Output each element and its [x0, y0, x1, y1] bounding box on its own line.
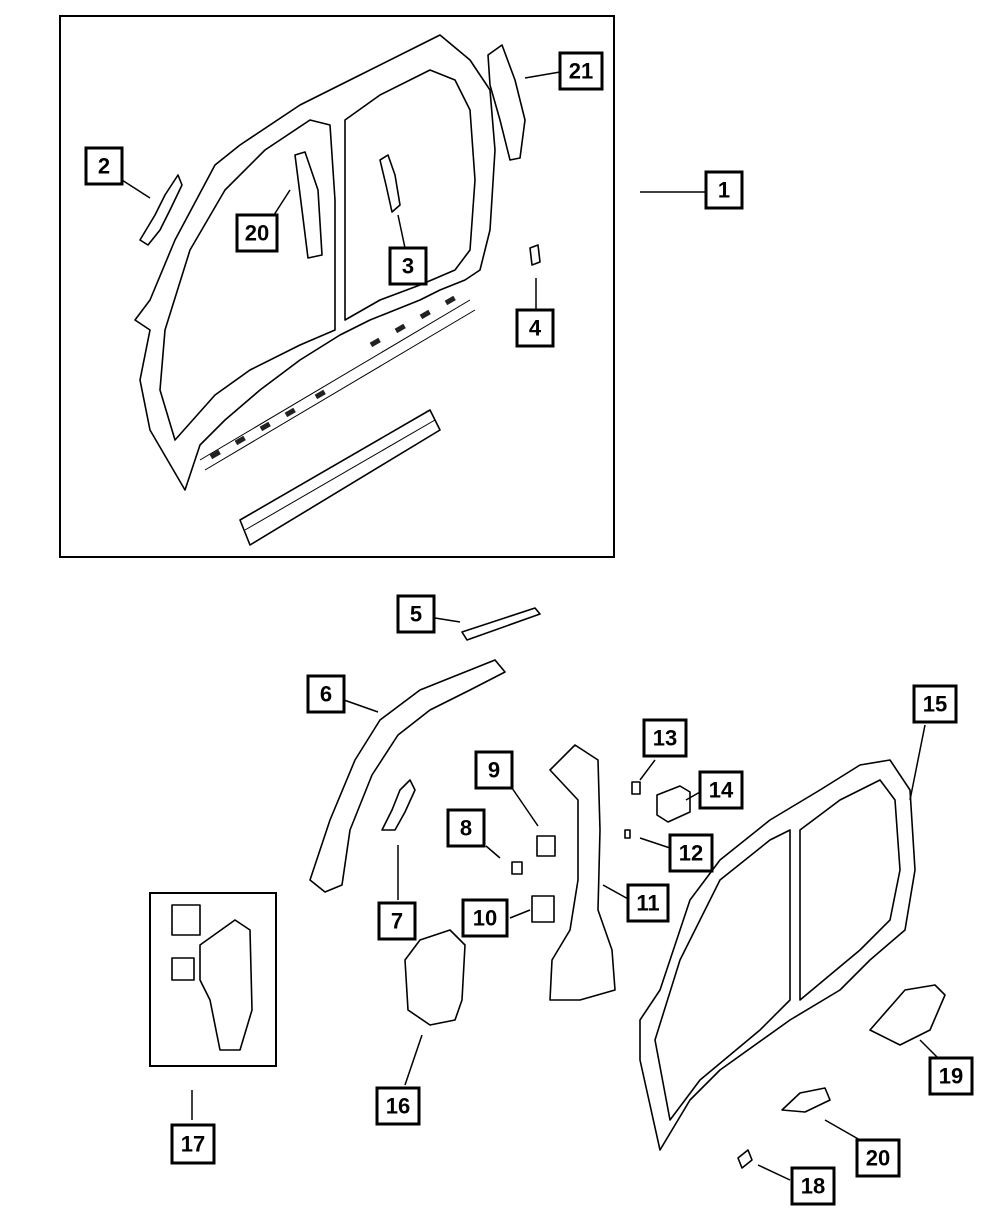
svg-text:17: 17 — [181, 1132, 205, 1157]
kit-frame-17 — [149, 892, 277, 1067]
bracket-part-20-lower — [781, 1087, 831, 1113]
plate-part-8 — [511, 861, 523, 875]
svg-text:8: 8 — [460, 816, 472, 841]
b-pillar-part-11 — [549, 744, 616, 1001]
svg-text:2: 2 — [98, 154, 110, 179]
callout-6: 6 — [306, 674, 346, 714]
callout-18: 18 — [790, 1166, 836, 1206]
roof-rail-strip-part-5 — [461, 607, 541, 641]
callout-13: 13 — [642, 718, 688, 758]
callout-12: 12 — [668, 833, 714, 873]
plate-part-10 — [531, 895, 555, 923]
svg-text:19: 19 — [939, 1064, 963, 1089]
callout-10: 10 — [461, 898, 509, 938]
svg-text:10: 10 — [473, 906, 497, 931]
svg-text:4: 4 — [529, 316, 542, 341]
svg-text:16: 16 — [386, 1094, 410, 1119]
svg-text:7: 7 — [391, 909, 403, 934]
callout-17: 17 — [170, 1123, 216, 1165]
sill-slot-row — [209, 295, 456, 460]
svg-text:14: 14 — [709, 778, 734, 803]
callout-21: 21 — [558, 51, 604, 91]
callout-16: 16 — [375, 1086, 421, 1126]
bracket-part-14 — [656, 785, 691, 823]
callout-20-lower: 20 — [855, 1138, 901, 1178]
rocker-panel-part — [239, 409, 441, 546]
plate-part-9 — [536, 835, 556, 857]
svg-text:15: 15 — [923, 692, 947, 717]
svg-text:20: 20 — [245, 221, 269, 246]
callout-20-upper: 20 — [235, 213, 279, 253]
clip-part-18 — [737, 1149, 753, 1169]
bracket-part-2 — [139, 174, 183, 246]
svg-text:20: 20 — [866, 1146, 890, 1171]
callout-19: 19 — [928, 1056, 974, 1096]
svg-text:18: 18 — [801, 1174, 825, 1199]
kit-parts-17 — [171, 904, 253, 1051]
reinforcement-part-3 — [379, 154, 401, 213]
outer-body-side-part-15 — [639, 759, 916, 1151]
callout-7: 7 — [377, 901, 417, 941]
callout-1: 1 — [704, 170, 744, 210]
assembly-frame — [59, 15, 615, 558]
bracket-part-7 — [381, 779, 416, 831]
svg-text:11: 11 — [636, 891, 659, 916]
callout-3: 3 — [388, 246, 428, 286]
bracket-part-21 — [487, 44, 526, 161]
callout-4: 4 — [515, 308, 555, 348]
svg-text:5: 5 — [410, 602, 422, 627]
callout-15: 15 — [912, 684, 958, 724]
svg-text:12: 12 — [679, 841, 703, 866]
callout-9: 9 — [474, 750, 514, 790]
leader-lines — [121, 71, 941, 1181]
extension-part-19 — [869, 984, 946, 1046]
body-side-aperture-part — [134, 34, 496, 491]
clip-part-13 — [631, 781, 641, 795]
a-pillar-part-6 — [309, 659, 506, 893]
pillar-reinforcement-part-20-upper — [294, 151, 323, 259]
svg-text:13: 13 — [653, 726, 677, 751]
callout-14: 14 — [698, 770, 744, 810]
svg-text:6: 6 — [320, 682, 332, 707]
callout-5: 5 — [396, 594, 436, 634]
svg-text:21: 21 — [569, 59, 593, 84]
svg-text:9: 9 — [488, 758, 500, 783]
svg-text:1: 1 — [718, 178, 730, 203]
callout-8: 8 — [446, 808, 486, 848]
clip-part-4 — [529, 244, 541, 266]
hinge-pillar-part-16 — [404, 929, 466, 1026]
svg-text:3: 3 — [402, 254, 414, 279]
clip-part-12 — [624, 829, 631, 839]
callout-2: 2 — [84, 146, 124, 186]
callout-11: 11 — [626, 883, 670, 923]
